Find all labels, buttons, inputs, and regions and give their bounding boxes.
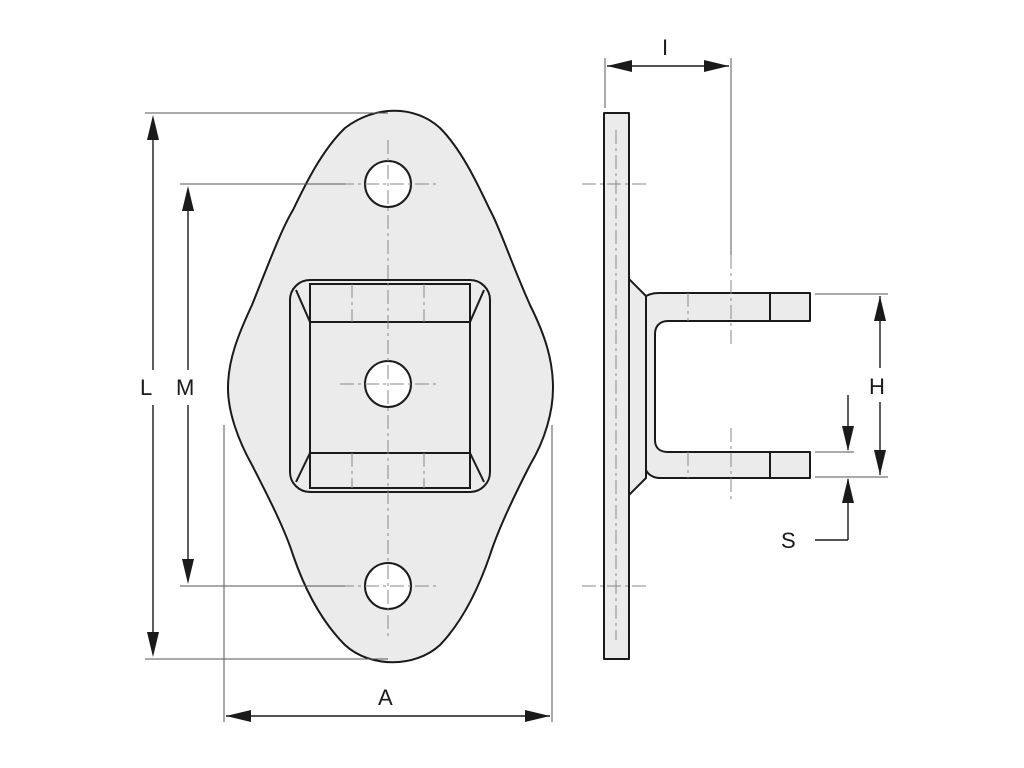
side-boss: [628, 278, 647, 496]
label-S: S: [781, 528, 796, 553]
boss-corner-tl: [295, 289, 311, 323]
label-H: H: [869, 374, 885, 399]
label-M: M: [176, 375, 194, 400]
dimension-I: I: [607, 35, 729, 72]
clevis-fork: [645, 292, 811, 479]
dimension-S: S: [781, 395, 854, 553]
boss-corner-bl: [295, 452, 311, 483]
dimension-M: M: [176, 186, 194, 584]
square-boss-inner: [309, 283, 471, 489]
side-view: I H S: [582, 35, 888, 660]
dimension-L: L: [140, 115, 159, 657]
label-I: I: [662, 35, 668, 60]
dimension-H: H: [869, 296, 886, 475]
boss-corner-br: [469, 452, 485, 483]
boss-corner-tr: [469, 289, 485, 323]
label-A: A: [378, 685, 393, 710]
label-L: L: [140, 375, 152, 400]
dimension-A: A: [226, 685, 550, 722]
front-view: L M A: [140, 109, 554, 722]
square-boss-outer: [289, 279, 491, 493]
